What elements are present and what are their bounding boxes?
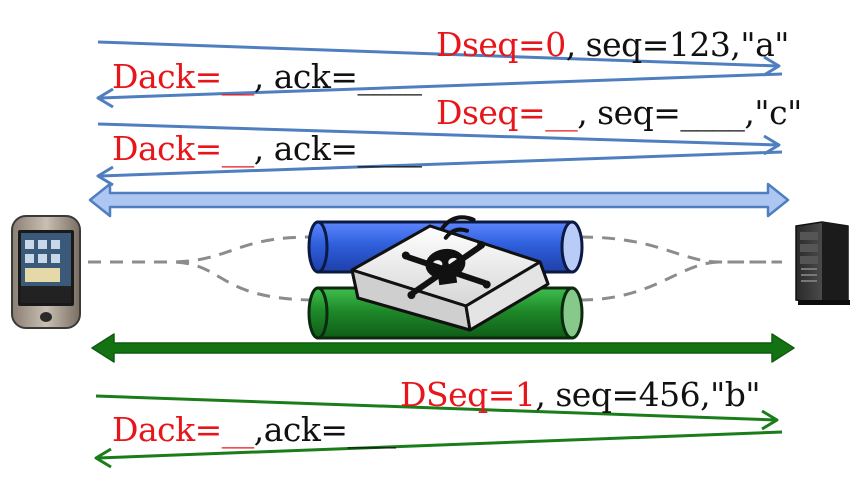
seq-label: , seq=456,"b" xyxy=(535,375,760,414)
message-label-dack-2: Dack=__, ack=____ xyxy=(112,132,422,165)
smartphone-icon xyxy=(12,216,80,328)
message-label-dseq1: DSeq=1, seq=456,"b" xyxy=(400,378,760,411)
dack-label: Dack=__ xyxy=(112,129,254,168)
ack-label: , ack=____ xyxy=(254,57,422,96)
tower-server-icon xyxy=(796,222,850,305)
message-label-dack-3: Dack=__,ack=___ xyxy=(112,413,396,446)
message-label-dseq0: Dseq=0, seq=123,"a" xyxy=(436,28,789,61)
seq-label: , seq=____,"c" xyxy=(577,93,802,132)
dseq-label: Dseq=0 xyxy=(436,25,566,64)
dseq-label: Dseq=__ xyxy=(436,93,577,132)
dack-label: Dack=__ xyxy=(112,57,254,96)
dack-label: Dack=__ xyxy=(112,410,254,449)
seq-label: , seq=123,"a" xyxy=(566,25,789,64)
ack-label: , ack=____ xyxy=(254,129,422,168)
ack-label: ,ack=___ xyxy=(254,410,396,449)
message-label-dack-1: Dack=__, ack=____ xyxy=(112,60,422,93)
blue-connection-arrow xyxy=(90,184,788,216)
dseq-label: DSeq=1 xyxy=(400,375,535,414)
message-label-dseq-c: Dseq=__, seq=____,"c" xyxy=(436,96,802,129)
